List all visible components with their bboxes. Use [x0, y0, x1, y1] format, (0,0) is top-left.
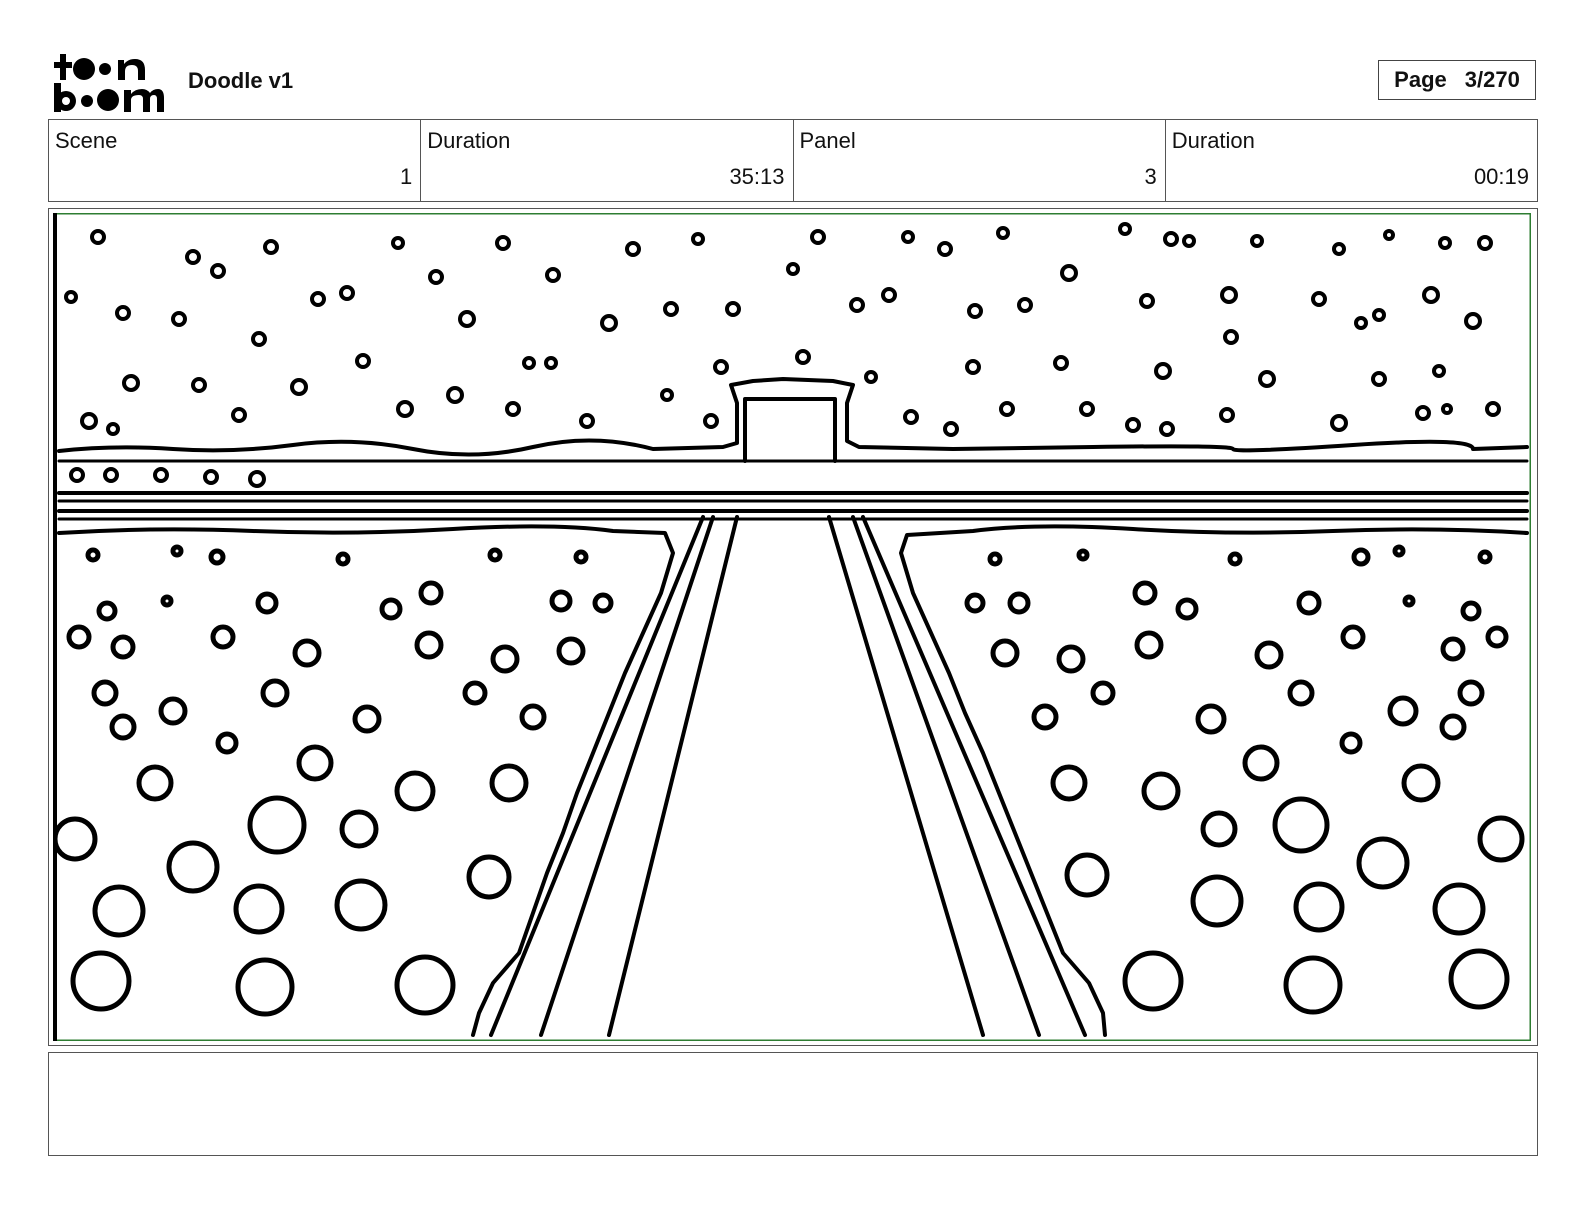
scene-duration-value: 35:13 [729, 164, 785, 189]
panel-value: 3 [1144, 164, 1157, 189]
page-label: Page [1394, 67, 1447, 92]
panel-duration-value: 00:19 [1473, 164, 1529, 189]
panel-notes[interactable] [48, 1052, 1538, 1156]
project-title: Doodle v1 [188, 68, 294, 93]
panel-cell: Panel 3 [794, 120, 1166, 201]
scene-duration-label: Duration [427, 128, 511, 153]
scene-duration-cell: Duration 35:13 [421, 120, 794, 201]
page-number: 3/270 [1464, 67, 1520, 92]
panel-duration-cell: Duration 00:19 [1166, 120, 1537, 201]
page-indicator: Page 3/270 [1378, 60, 1536, 100]
panel-drawing [53, 213, 1531, 1041]
scene-cell: Scene 1 [49, 120, 422, 201]
scene-label: Scene [55, 128, 118, 153]
toon-boom-logo [54, 54, 164, 112]
scene-value: 1 [400, 164, 413, 189]
panel-duration-label: Duration [1171, 128, 1255, 153]
panel-label: Panel [799, 128, 856, 153]
scene-info-table: Scene 1 Duration 35:13 Panel 3 Duration … [48, 119, 1538, 202]
storyboard-panel [48, 208, 1538, 1046]
